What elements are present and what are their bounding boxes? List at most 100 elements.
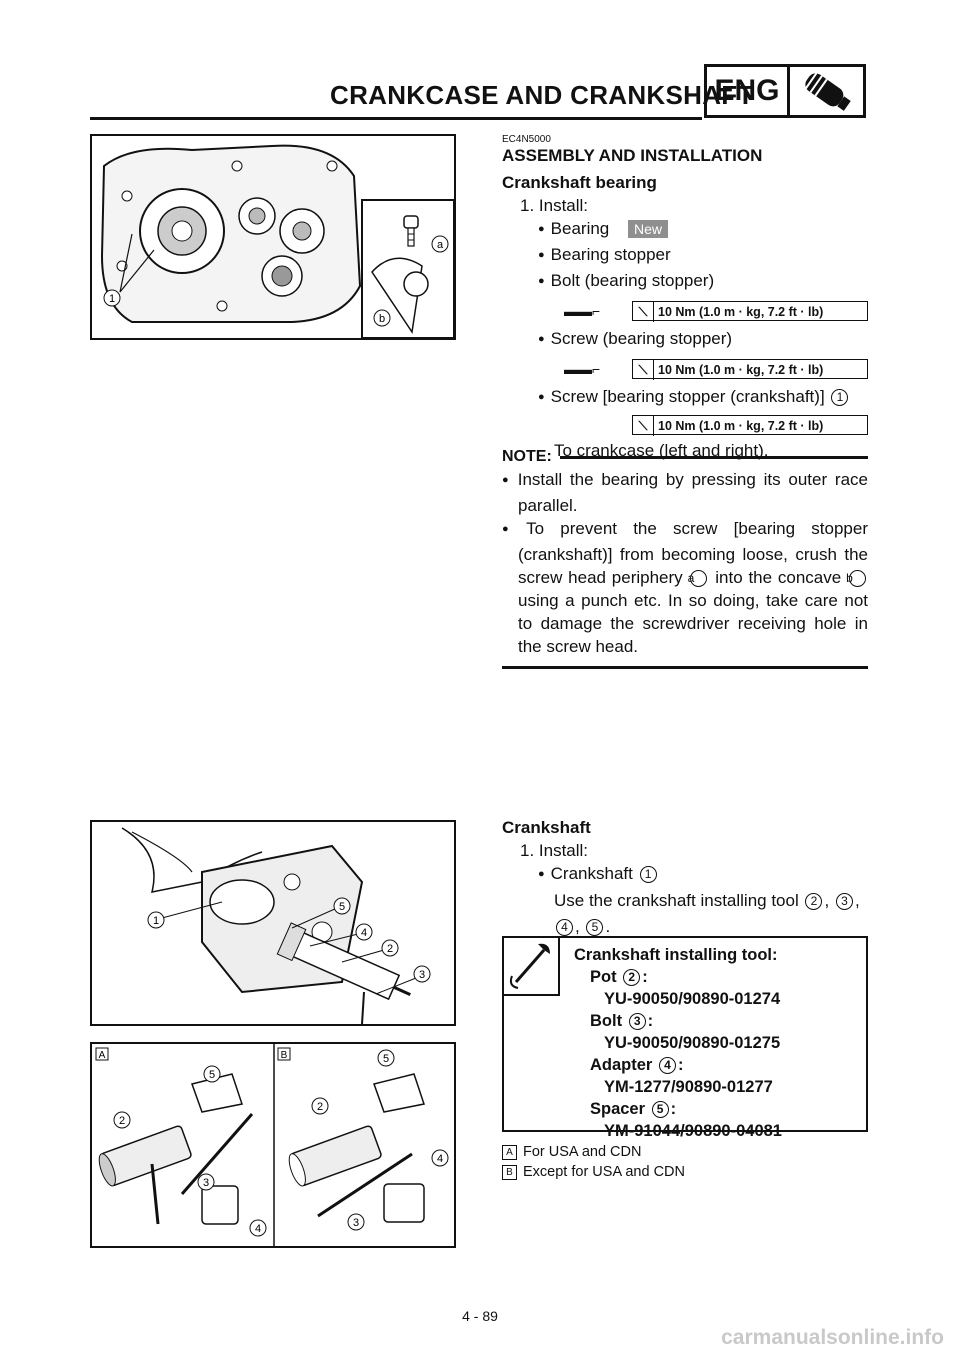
wrench-icon: ⟍ — [633, 360, 654, 380]
note-header: NOTE: — [502, 446, 868, 468]
use-tool-text: Use the crankshaft installing tool 2, 3,… — [554, 891, 860, 936]
callout-a-2: 2 — [119, 1115, 125, 1127]
callout-1: 1 — [109, 293, 115, 305]
item-bolt-text: Bolt (bearing stopper) — [538, 271, 714, 290]
tool-name: Pot — [590, 968, 617, 986]
torque-spec-1: ⟍ 10 Nm (1.0 m · kg, 7.2 ft · lb) — [632, 301, 868, 322]
tool-entry-pot: Pot 2: — [590, 968, 648, 986]
torque-value-2: 10 Nm (1.0 m · kg, 7.2 ft · lb) — [658, 363, 824, 377]
callout-4: 4 — [658, 1057, 676, 1074]
callout-b-5: 5 — [383, 1053, 389, 1065]
torque-value-3: 10 Nm (1.0 m · kg, 7.2 ft · lb) — [658, 419, 824, 433]
tool-part-pot: YU-90050/90890-01274 — [604, 990, 781, 1008]
item-bearing-text: Bearing — [538, 219, 610, 238]
note-label: NOTE: — [502, 448, 552, 465]
use-text: Use the crankshaft installing tool — [554, 891, 799, 910]
item-screw-crankshaft-text: Screw [bearing stopper (crankshaft)] — [538, 387, 825, 406]
torque-row-2: ▬▬⌐ ⟍ 10 Nm (1.0 m · kg, 7.2 ft · lb) — [502, 353, 868, 385]
callout-a: a — [688, 570, 708, 587]
note-rule-bottom — [502, 666, 868, 669]
callout-b: b — [379, 313, 385, 325]
after-text: To crankcase (left and right). — [554, 441, 769, 460]
legend-key-a: A — [502, 1145, 517, 1160]
tool-name: Spacer — [590, 1100, 646, 1118]
page-number: 4 - 89 — [462, 1308, 498, 1324]
item-crankshaft-text: Crankshaft — [538, 864, 633, 883]
item-screw-text: Screw (bearing stopper) — [538, 329, 732, 348]
callout-b-3: 3 — [353, 1217, 359, 1229]
legend-item-b: B Except for USA and CDN — [502, 1162, 685, 1182]
tool-entry-bolt: Bolt 3: — [590, 1012, 654, 1030]
note-bullet — [502, 519, 526, 538]
panel-label-b: B — [281, 1050, 288, 1061]
torque-value-1: 10 Nm (1.0 m · kg, 7.2 ft · lb) — [658, 305, 824, 319]
panel-label-a: A — [99, 1050, 106, 1061]
section-code: EC4N5000 — [502, 134, 551, 145]
callout-a: a — [437, 239, 444, 251]
loctite-icon: ▬▬⌐ — [564, 361, 601, 377]
subheading-bearing: Crankshaft bearing — [502, 173, 657, 192]
tool-entry-spacer: Spacer 5: — [590, 1100, 677, 1118]
torque-spec-3: ⟍ 10 Nm (1.0 m · kg, 7.2 ft · lb) — [632, 415, 868, 436]
callout-3: 3 — [835, 893, 853, 910]
callout-5: 5 — [339, 901, 345, 913]
callout-4: 4 — [556, 919, 573, 936]
note-text-2c: using a punch etc. In so doing, take car… — [518, 591, 868, 656]
item-screw-crankshaft: Screw [bearing stopper (crankshaft)] 1 — [538, 385, 868, 411]
section-crankshaft: Crankshaft 1. Install: Crankshaft 1 Use … — [502, 816, 868, 940]
callout-a-3: 3 — [203, 1177, 209, 1189]
callout-b: b — [846, 570, 866, 587]
crankshaft-install-figure: 1 5 4 2 3 — [90, 820, 456, 1026]
note-item-1: Install the bearing by pressing its oute… — [502, 468, 868, 517]
note-bullet — [502, 470, 518, 489]
callout-b-4: 4 — [437, 1153, 443, 1165]
loctite-icon: ▬▬⌐ — [564, 303, 601, 319]
header-rule — [90, 117, 702, 120]
wrench-icon: ⟍ — [633, 302, 654, 322]
note-text-2b: into the concave — [715, 568, 842, 587]
page-title: CRANKCASE AND CRANKSHAFT — [330, 80, 754, 110]
legend-text-a: For USA and CDN — [523, 1144, 642, 1160]
callout-1: 1 — [639, 866, 657, 883]
callout-1: 1 — [153, 915, 159, 927]
special-tool-icon — [502, 936, 560, 996]
note-item-2: To prevent the screw [bearing stopper (c… — [502, 517, 868, 658]
new-tag: New — [628, 220, 669, 238]
tool-name: Bolt — [590, 1012, 623, 1030]
legend-text-b: Except for USA and CDN — [523, 1164, 685, 1180]
wrench-icon: ⟍ — [633, 416, 654, 436]
note-block: NOTE: Install the bearing by pressing it… — [502, 446, 868, 669]
item-bearing-stopper: Bearing stopper — [538, 243, 868, 269]
note-text-2a: To prevent the screw [bearing stopper (c… — [518, 519, 868, 587]
note-text-1: Install the bearing by pressing its oute… — [517, 470, 868, 515]
note-rule-top — [559, 455, 868, 459]
tool-name: Adapter — [590, 1056, 653, 1074]
eng-label: ENG — [704, 64, 790, 118]
item-bearing: Bearing New — [538, 217, 868, 243]
torque-row-3: ⟍ 10 Nm (1.0 m · kg, 7.2 ft · lb) — [502, 411, 868, 439]
special-tool-box — [502, 936, 868, 1132]
legend: A For USA and CDN B Except for USA and CDN — [502, 1142, 685, 1182]
tool-part-bolt: YU-90050/90890-01275 — [604, 1034, 781, 1052]
callout-2: 2 — [805, 893, 823, 910]
callout-a-5: 5 — [209, 1069, 215, 1081]
item-bearing-stopper-text: Bearing stopper — [538, 245, 671, 264]
callout-2: 2 — [623, 969, 641, 986]
legend-item-a: A For USA and CDN — [502, 1142, 685, 1162]
tool-entry-adapter: Adapter 4: — [590, 1056, 684, 1074]
torque-spec-2: ⟍ 10 Nm (1.0 m · kg, 7.2 ft · lb) — [632, 359, 868, 380]
callout-3: 3 — [419, 969, 425, 981]
watermark: carmanualsonline.info — [721, 1326, 944, 1349]
subheading-crankshaft: Crankshaft — [502, 818, 591, 837]
step-1-crankshaft: 1. Install: — [520, 841, 589, 860]
crankcase-figure: 1 a b — [90, 134, 456, 340]
callout-5: 5 — [586, 919, 604, 936]
tool-part-adapter: YM-1277/90890-01277 — [604, 1078, 773, 1096]
item-screw: Screw (bearing stopper) — [538, 327, 868, 353]
callout-b-2: 2 — [317, 1101, 323, 1113]
legend-key-b: B — [502, 1165, 517, 1180]
tool-list: Crankshaft installing tool: Pot 2: YU-90… — [574, 944, 864, 1142]
torque-row-1: ▬▬⌐ ⟍ 10 Nm (1.0 m · kg, 7.2 ft · lb) — [502, 295, 868, 327]
engine-icon — [790, 64, 866, 118]
callout-3: 3 — [628, 1013, 646, 1030]
